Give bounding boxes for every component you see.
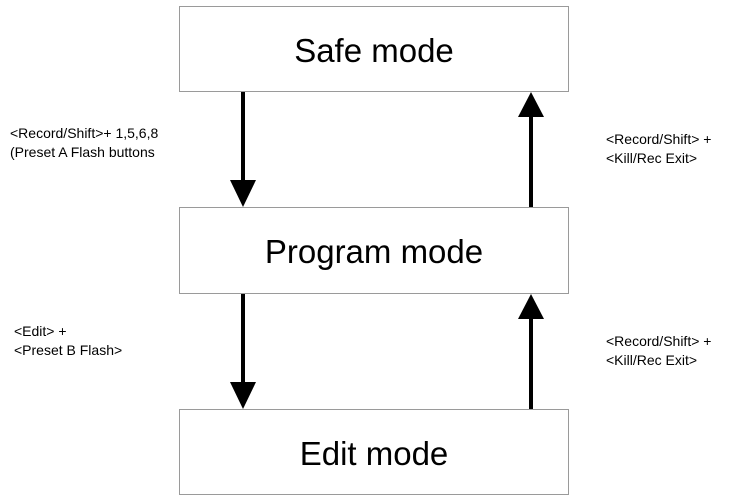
safe-to-program-note: <Record/Shift>+ 1,5,6,8 (Preset A Flash … [10,124,158,162]
arrow-edit-to-program [518,294,544,409]
program-to-safe-line1: <Record/Shift> + [606,131,712,147]
edit-mode-label: Edit mode [299,434,449,472]
safe-mode-box: Safe mode [179,6,569,92]
safe-to-program-line1: <Record/Shift>+ 1,5,6,8 [10,125,159,141]
edit-mode-box: Edit mode [179,409,569,495]
arrow-safe-to-program [230,92,256,207]
safe-mode-label: Safe mode [294,31,454,69]
program-to-edit-note: <Edit> + <Preset B Flash> [14,322,122,360]
program-to-safe-note: <Record/Shift> + <Kill/Rec Exit> [606,130,711,168]
program-to-edit-line1: <Edit> + [14,323,67,339]
edit-to-program-note: <Record/Shift> + <Kill/Rec Exit> [606,332,711,370]
program-mode-box: Program mode [179,207,569,294]
edit-to-program-line2: <Kill/Rec Exit> [606,352,698,368]
arrow-program-to-safe [518,92,544,207]
program-to-edit-line2: <Preset B Flash> [14,342,123,358]
safe-to-program-line2: (Preset A Flash buttons [10,144,155,160]
arrow-program-to-edit [230,294,256,409]
program-to-safe-line2: <Kill/Rec Exit> [606,150,698,166]
edit-to-program-line1: <Record/Shift> + [606,333,712,349]
program-mode-label: Program mode [264,233,484,270]
